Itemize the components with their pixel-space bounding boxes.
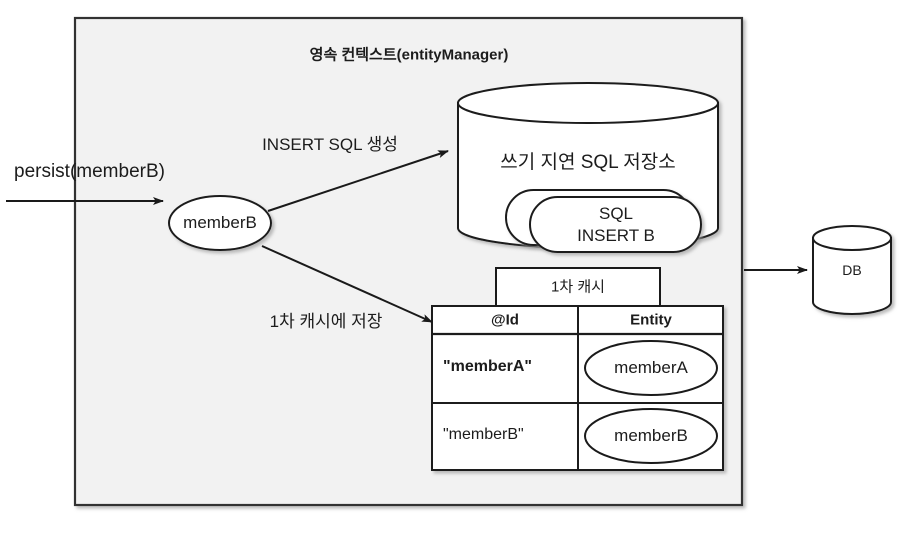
database-label: DB	[842, 261, 862, 278]
persist-call-label: persist(memberB)	[14, 161, 165, 182]
first-cache-arrow	[261, 245, 433, 323]
table-row-entity-2: memberB	[614, 426, 688, 446]
incoming-entity-ellipse	[168, 195, 272, 251]
table-row-id-1: "memberA"	[443, 358, 532, 375]
insert-sql-arrow	[267, 150, 449, 212]
cache-entity-ellipse-row2	[584, 408, 718, 464]
first-cache-arrow-label: 1차 캐시에 저장	[269, 312, 383, 332]
first-cache-caption: 1차 캐시	[551, 278, 605, 296]
table-header-entity: Entity	[630, 311, 672, 329]
queued-sql-box-front	[529, 196, 702, 253]
queued-sql-line1: SQL	[598, 204, 634, 224]
table-header-id: @Id	[491, 311, 519, 329]
table-row-id-2: "memberB"	[443, 426, 524, 443]
incoming-entity-label: memberB	[183, 213, 257, 233]
write-behind-store-title: 쓰기 지연 SQL 저장소	[500, 152, 676, 174]
insert-sql-arrow-label: INSERT SQL 생성	[262, 135, 398, 155]
cache-entity-ellipse-row1	[584, 340, 718, 396]
database-cylinder	[812, 225, 892, 315]
page-title: 영속 컨텍스트(entityManager)	[309, 46, 509, 64]
queued-sql-line2: INSERT B	[577, 226, 655, 246]
table-row-entity-1: memberA	[614, 358, 688, 378]
